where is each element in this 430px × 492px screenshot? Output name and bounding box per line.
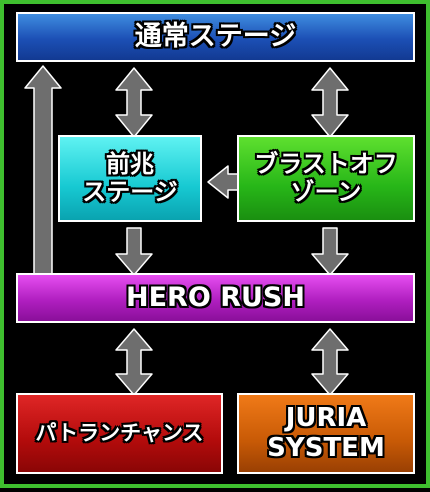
node-normal-stage-label: 通常ステージ — [134, 21, 297, 53]
node-hero-rush-label: HERO RUSH — [126, 282, 305, 314]
node-normal-stage: 通常ステージ — [16, 12, 415, 62]
arrow-hero-patoran — [115, 328, 153, 396]
arrow-zencho-to-hero — [115, 227, 153, 276]
node-juria-system-label: JURIA SYSTEM — [267, 402, 385, 463]
node-blast-off-zone-label: ブラストオフ ゾーン — [254, 149, 398, 206]
arrows-layer — [24, 65, 349, 396]
node-patoran-chance: パトランチャンス — [16, 393, 223, 474]
arrow-hero-to-normal — [24, 65, 62, 278]
arrow-normal-zencho — [115, 67, 153, 138]
arrow-blast-to-hero — [311, 227, 349, 276]
node-hero-rush: HERO RUSH — [16, 273, 415, 323]
node-patoran-chance-label: パトランチャンス — [35, 421, 204, 446]
node-blast-off-zone: ブラストオフ ゾーン — [237, 135, 415, 222]
arrow-hero-juria — [311, 328, 349, 396]
node-zencho-stage: 前兆 ステージ — [58, 135, 202, 222]
node-zencho-stage-label: 前兆 ステージ — [82, 149, 178, 206]
arrow-normal-blast — [311, 67, 349, 138]
node-juria-system: JURIA SYSTEM — [237, 393, 415, 474]
